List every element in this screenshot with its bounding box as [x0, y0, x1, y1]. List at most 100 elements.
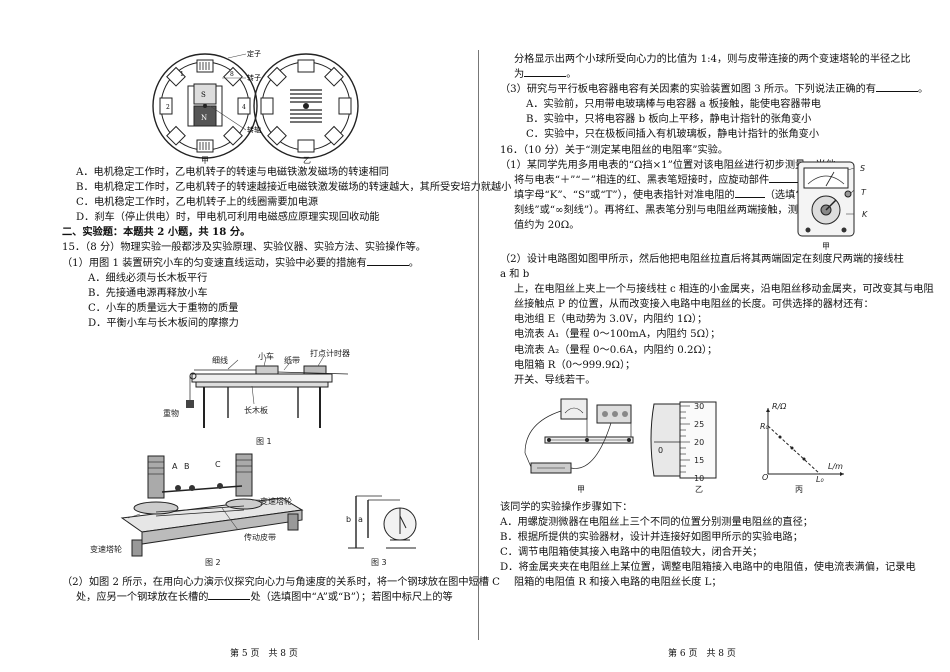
figure-multimeter: [796, 160, 858, 240]
figure-3: [338, 488, 428, 554]
fig3-label-a: a: [358, 515, 363, 524]
caption-yi-motor: 乙: [303, 156, 311, 165]
q16-part1-line4: 刻线”或“∞刻线”）。再将红、黑表笔分别与电阻丝两端接触，测得阻: [514, 204, 819, 216]
svg-text:2: 2: [166, 104, 170, 111]
answer-blank: [366, 256, 409, 266]
q16-part1-line1: （1）某同学先用多用电表的“Ω挡×1”位置对该电阻丝进行初步测量。当他: [500, 159, 836, 171]
fig1-label-cart: 小车: [258, 352, 274, 361]
multimeter-label-s: S: [860, 164, 866, 173]
fig1-label-board: 长木板: [244, 406, 268, 415]
q15-1-option-d: D．平衡小车与长木板间的摩擦力: [88, 317, 239, 329]
micrometer-tick-30: 30: [694, 402, 705, 411]
figure-2: [112, 448, 312, 558]
fig2-label-pulley-right: 变速塔轮: [260, 497, 292, 506]
q15-1-option-c: C．小车的质量远大于重物的质量: [88, 302, 239, 314]
graph-origin: O: [762, 473, 769, 482]
punct: （选填“0: [764, 189, 807, 201]
fig1-label-timer: 打点计时器: [310, 349, 350, 358]
cart-apparatus-diagram: [186, 355, 349, 428]
left-page-text-bottom: （2）如图 2 所示，在用向心力演示仪探究向心力与角速度的关系时，将一个钢球放在…: [62, 575, 500, 605]
q15-3-option-a: A．实验前，只用带电玻璃棒与电容器 a 板接触，能使电容器带电: [526, 99, 821, 111]
punct: 。: [918, 84, 929, 96]
q16-part1-line3: 填字母“K”、“S”或“T”），使电表指针对准电阻的: [514, 189, 735, 201]
micrometer-tick-15: 15: [694, 456, 705, 465]
answer-blank: [734, 188, 765, 198]
micrometer-dial-zero: 0: [658, 446, 664, 455]
fig3-caption: 图 3: [371, 558, 387, 567]
fig2-label-a: A: [172, 462, 178, 471]
q15-part1-text: （1）用图 1 装置研究小车的匀变速直线运动，实验中必要的措施有: [62, 257, 367, 269]
capacitor-electrometer-diagram: [348, 495, 417, 549]
fig1-label-string: 细线: [212, 356, 228, 365]
fig1-label-tape: 纸带: [284, 356, 300, 365]
svg-text:4: 4: [242, 104, 246, 111]
pole-s-label: S: [201, 91, 206, 99]
graph-r0: R₀: [760, 422, 769, 431]
q15-3-option-c: C．实验中，只在极板间插入有机玻璃板，静电计指针的张角变小: [526, 129, 820, 141]
fig2-label-c: C: [215, 460, 221, 469]
multimeter-label-k: K: [862, 210, 868, 219]
q16-part2-line2: 上，在电阻丝上夹上一个与接线柱 c 相连的小金属夹，沿电阻丝移动金属夹，可改变其…: [514, 284, 934, 296]
q15-part2-line2a: 处，应另一个钢球放在长槽的: [76, 592, 209, 604]
q14-option-a: A．电机稳定工作时，乙电机转子的转速与电磁铁激发磁场的转速相同: [76, 167, 389, 178]
fig2-label-pulley-left: 变速塔轮: [90, 545, 122, 554]
graph-xlabel: L/m: [828, 462, 843, 471]
step-d-cont: 阻箱的电阻值 R 和接入电路的电阻丝长度 L；: [514, 577, 722, 589]
q16-part1-line2: 将与电表“＋”“－”相连的红、黑表笔短接时，应旋动部件: [514, 174, 770, 186]
pole-n-label: N: [201, 114, 207, 122]
q15-part3: （3）研究与平行板电容器电容有关因素的实验装置如图 3 所示。下列说法正确的有: [500, 84, 876, 96]
q14-option-d: D．刹车（停止供电）时，甲电机可利用电磁感应原理实现回收动能: [76, 212, 380, 224]
q16-stem: 16．（10 分）关于“测定某电阻丝的电阻率”实验。: [500, 144, 729, 156]
right-page-text-top: 分格显示出两个小球所受向心力的比值为 1:4，则与皮带连接的两个变速塔轮的半径之…: [500, 52, 928, 233]
label-rotor: 转子: [247, 73, 261, 82]
q15-stem: 15．（8 分）物理实验一般都涉及实验原理、实验仪器、实验方法、实验操作等。: [62, 242, 426, 254]
r-l-graph: [766, 408, 844, 476]
right-page-text-bottom: 该同学的实验操作步骤如下： A．用螺旋测微器在电阻丝上三个不同的位置分别测量电阻…: [500, 500, 916, 591]
answer-blank: [876, 82, 918, 93]
q15-part2-line2b: 处（选填图中“A”或“B”）；若图中标尺上的等: [250, 592, 453, 604]
equipment-ammeter-a2: 电流表 A₂（量程 0～0.6A，内阻约 0.2Ω）；: [514, 344, 718, 356]
page-divider: [478, 50, 479, 640]
equipment-resistor-box: 电阻箱 R（0～999.9Ω）；: [514, 359, 636, 371]
steps-intro: 该同学的实验操作步骤如下：: [500, 502, 633, 513]
fig2-label-belt: 传动皮带: [244, 533, 276, 542]
graph-caption: 丙: [795, 485, 803, 494]
q14-option-c: C．电机稳定工作时，乙电机转子上的线圈需要加电源: [76, 197, 319, 209]
q15-1-option-a: A．细线必须与长木板平行: [88, 272, 208, 284]
q15-part1: （1）用图 1 装置研究小车的匀变速直线运动，实验中必要的措施有。: [62, 256, 419, 269]
page-footer-left: 第 5 页 共 8 页: [230, 649, 298, 659]
micrometer-tick-10: 10: [694, 474, 705, 483]
svg-text:1: 1: [180, 71, 184, 78]
multimeter-diagram: [797, 161, 855, 237]
right-page-text-mid: （2）设计电路图如图甲所示，然后他把电阻丝拉直后将其两端固定在刻度尺两端的接线柱…: [500, 252, 934, 388]
q15-1-option-b: B．先接通电源再释放小车: [88, 287, 208, 299]
multimeter-caption: 甲: [822, 242, 830, 251]
q15-part2-line1: （2）如图 2 所示，在用向心力演示仪探究向心力与角速度的关系时，将一个钢球放在…: [62, 577, 500, 588]
centripetal-apparatus-diagram: [120, 453, 304, 557]
q15-part2-continued-b: 为: [514, 69, 525, 81]
punct: 。: [566, 69, 577, 81]
label-stator: 定子: [247, 49, 261, 58]
label-shaft: 转轴: [247, 125, 261, 134]
figure-micrometer: [650, 398, 730, 482]
equipment-battery: 电池组 E（电动势为 3.0V，内阻约 1Ω）；: [514, 314, 708, 326]
answer-blank: [524, 67, 567, 78]
answer-blank: [769, 173, 800, 183]
q15-3-option-b: B．实验中，只将电容器 b 板向上平移，静电计指针的张角变小: [526, 114, 812, 126]
fig3-label-b: b: [346, 515, 352, 524]
equipment-ammeter-a1: 电流表 A₁（量程 0～100mA，内阻约 5Ω）；: [514, 329, 721, 341]
micrometer-diagram: [650, 401, 717, 479]
fig1-caption: 图 1: [256, 437, 272, 446]
micrometer-tick-20: 20: [694, 438, 705, 447]
figure-1: [168, 352, 358, 434]
circuit-caption: 甲: [577, 485, 585, 494]
equipment-switch: 开关、导线若干。: [514, 374, 596, 386]
micrometer-caption: 乙: [695, 485, 703, 494]
figure-r-l-graph: [758, 404, 848, 482]
figure-circuit: [515, 393, 640, 483]
section-title: 二、实验题：本题共 2 小题，共 18 分。: [62, 226, 251, 239]
q15-part2-continued: 分格显示出两个小球所受向心力的比值为 1:4，则与皮带连接的两个变速塔轮的半径之…: [514, 54, 911, 65]
step-b: B．根据所提供的实验器材，设计并连接好如图甲所示的实验电路；: [500, 532, 803, 544]
